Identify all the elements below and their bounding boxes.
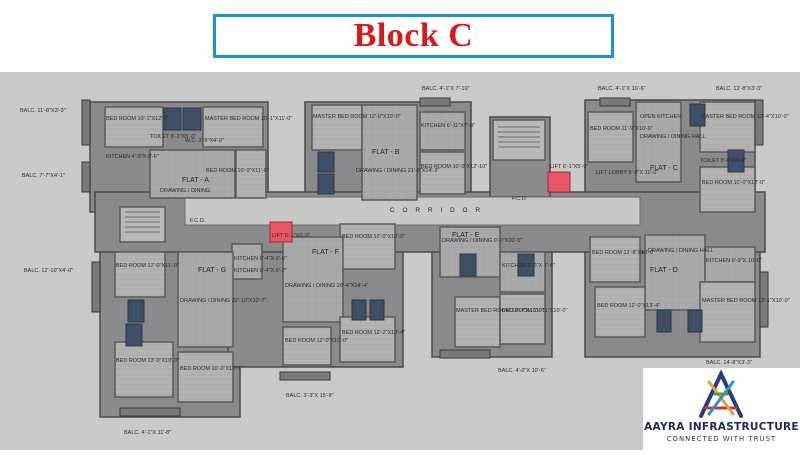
room-e-bed: BED ROOM 11'-11"X10'-0" <box>502 308 567 314</box>
company-logo-box: AAYRA INFRASTRUCTURE CONNECTED WITH TRUS… <box>643 368 800 450</box>
balcony-label-2: BALC. 7'-7"X4'-1" <box>22 173 65 179</box>
room-a-bed: BED ROOM 10'-1"X12'-2" <box>106 116 169 122</box>
room-d-bed: BED ROOM 12'-8"X10'-0" <box>592 250 655 256</box>
room-c-bed2: BED ROOM 10'-0"X12'-0" <box>702 180 765 186</box>
room-b-kitchen: KITCHEN 6'-11"X7'-0" <box>421 123 475 129</box>
room-d-bed2: BED ROOM 12'-0"X13'-4" <box>597 303 660 309</box>
balcony-label-9: BALC. 12'-8"X3'-3" <box>716 86 762 92</box>
room-e-master: MASTER BED ROOM 12'-7"X10'-0" <box>456 308 544 314</box>
room-e-kitchen: KITCHEN 5'-6"X 7'-6" <box>502 263 555 269</box>
room-c-drawing: DRAWING / DINING HALL <box>640 134 706 140</box>
balcony-label-1: BALC. 11'-8"X3'-3" <box>20 108 66 114</box>
lifts <box>269 171 571 243</box>
logo-mark-icon <box>699 369 743 418</box>
balcony-label-6: BALC. 4'-0"X 10'-6" <box>498 368 546 374</box>
logo-tagline: CONNECTED WITH TRUST <box>666 435 777 443</box>
room-b-master: MASTER BED ROOM 12'-0"X10'-0" <box>313 114 401 120</box>
room-g-drawing: DRAWING / DINING 22'-10"X10'-7" <box>180 298 267 304</box>
fcd-label-west: F.C.D. <box>190 218 206 224</box>
room-f-bed3: BED ROOM 12'-2"X10'-4" <box>342 330 405 336</box>
room-d-kitchen: KITCHEN 9'-9"X 10'-0" <box>706 258 762 264</box>
room-f-bed2: BED ROOM 12'-0"X10'-0" <box>285 338 348 344</box>
flat-c-label: FLAT - C <box>650 165 678 172</box>
floor-plan-drawing: FLAT - A FLAT - B FLAT - C FLAT - D FLAT… <box>20 86 790 436</box>
room-lift-lobby: LIFT LOBBY 5'-0"X 11'-0" <box>596 170 658 176</box>
room-c-toilet: TOILET 8'-0"X4'-6" <box>700 158 746 164</box>
flat-g-label: FLAT - G <box>198 267 226 274</box>
balcony-label-5: BALC. 3'-3"X 15'-8" <box>286 393 334 399</box>
room-a-toilet: TOILET 8'-2"X5'-0" <box>150 134 196 140</box>
balcony-label-4: BALC. 4'-1"X 11'-8" <box>124 430 171 436</box>
balcony-label-3: BALC. 12'-10"X4'-0" <box>24 268 73 274</box>
room-d-drawing: DRAWING / DINING HALL <box>648 248 714 254</box>
balcony-label-8: BALC. 4'-1"X 10'-6" <box>598 86 646 92</box>
balcony-label-7: BALC. 4'-1"X 7'-10" <box>422 86 470 92</box>
logo-company-name: AAYRA INFRASTRUCTURE <box>644 421 799 433</box>
staircase <box>125 126 540 233</box>
corridor-label: C O R R I D O R <box>390 207 483 214</box>
room-g-bed: BED ROOM 12'-0"X11'-0" <box>116 263 179 269</box>
room-lift-east: LIFT 6'-1"X5'-9" <box>550 164 588 170</box>
room-e-drawing: DRAWING / DINING 9'-0"X20'-5" <box>442 238 522 244</box>
room-c-open-kitchen: OPEN KITCHEN <box>640 114 681 120</box>
flat-f-label: FLAT - F <box>312 249 339 256</box>
room-b-drawing: DRAWING / DINING 21'-6"X14'-3" <box>356 168 439 174</box>
room-lift-west: LIFT 6'-1"X5'-9" <box>272 233 310 239</box>
room-c-master: MASTER BED ROOM 12'-4"X10'-0" <box>701 114 789 120</box>
title-box: Block C <box>213 14 614 58</box>
flat-b-label: FLAT - B <box>372 149 400 156</box>
room-a-wc: W.C. 3'-9"X4'-0" <box>185 138 224 144</box>
room-f-drawing: DRAWING / DINING 20'-4"X14'-4" <box>285 283 368 289</box>
balcony-label-10: BALC. 14'-8"X3'-3" <box>706 360 752 366</box>
room-g-kitchen: KITCHEN 6'-4"X 6'-2" <box>234 268 287 274</box>
page-title: Block C <box>353 17 474 54</box>
flat-e-label: FLAT - E <box>452 232 480 239</box>
balconies-outline <box>81 97 769 417</box>
room-a-drawing: DRAWING / DINING <box>160 188 210 194</box>
flat-d-label: FLAT - D <box>650 267 678 274</box>
room-c-bed: BED ROOM 11'-9"X10'-0" <box>590 126 653 132</box>
room-a-kitchen: KITCHEN 4'-9"X 8'-6" <box>106 154 159 160</box>
room-a-master: MASTER BED ROOM 10'-1"X11'-0" <box>205 116 292 122</box>
room-b-bed: BED ROOM 10'-0"X12'-10" <box>421 164 487 170</box>
toilets <box>125 103 745 347</box>
flat-a-label: FLAT - A <box>182 177 209 184</box>
room-f-bed: BED ROOM 12'-0"X10'-0" <box>342 234 405 240</box>
rooms <box>104 101 756 403</box>
room-g-bed3: BED ROOM 10'-0"X10'-1" <box>180 366 243 372</box>
room-g-bed2: BED ROOM 13'-0"X10'-0" <box>116 358 179 364</box>
room-d-master: MASTER BED ROOM 13'-1"X10'-0" <box>702 298 790 304</box>
room-f-kitchen: KITCHEN 6'-4"X 6'-0" <box>234 256 287 262</box>
room-a-bed2: BED ROOM 10'-0"X11'-0" <box>206 168 269 174</box>
fcd-label-east: F.C.D. <box>512 196 528 202</box>
floor-plan: FLAT - A FLAT - B FLAT - C FLAT - D FLAT… <box>0 72 800 450</box>
